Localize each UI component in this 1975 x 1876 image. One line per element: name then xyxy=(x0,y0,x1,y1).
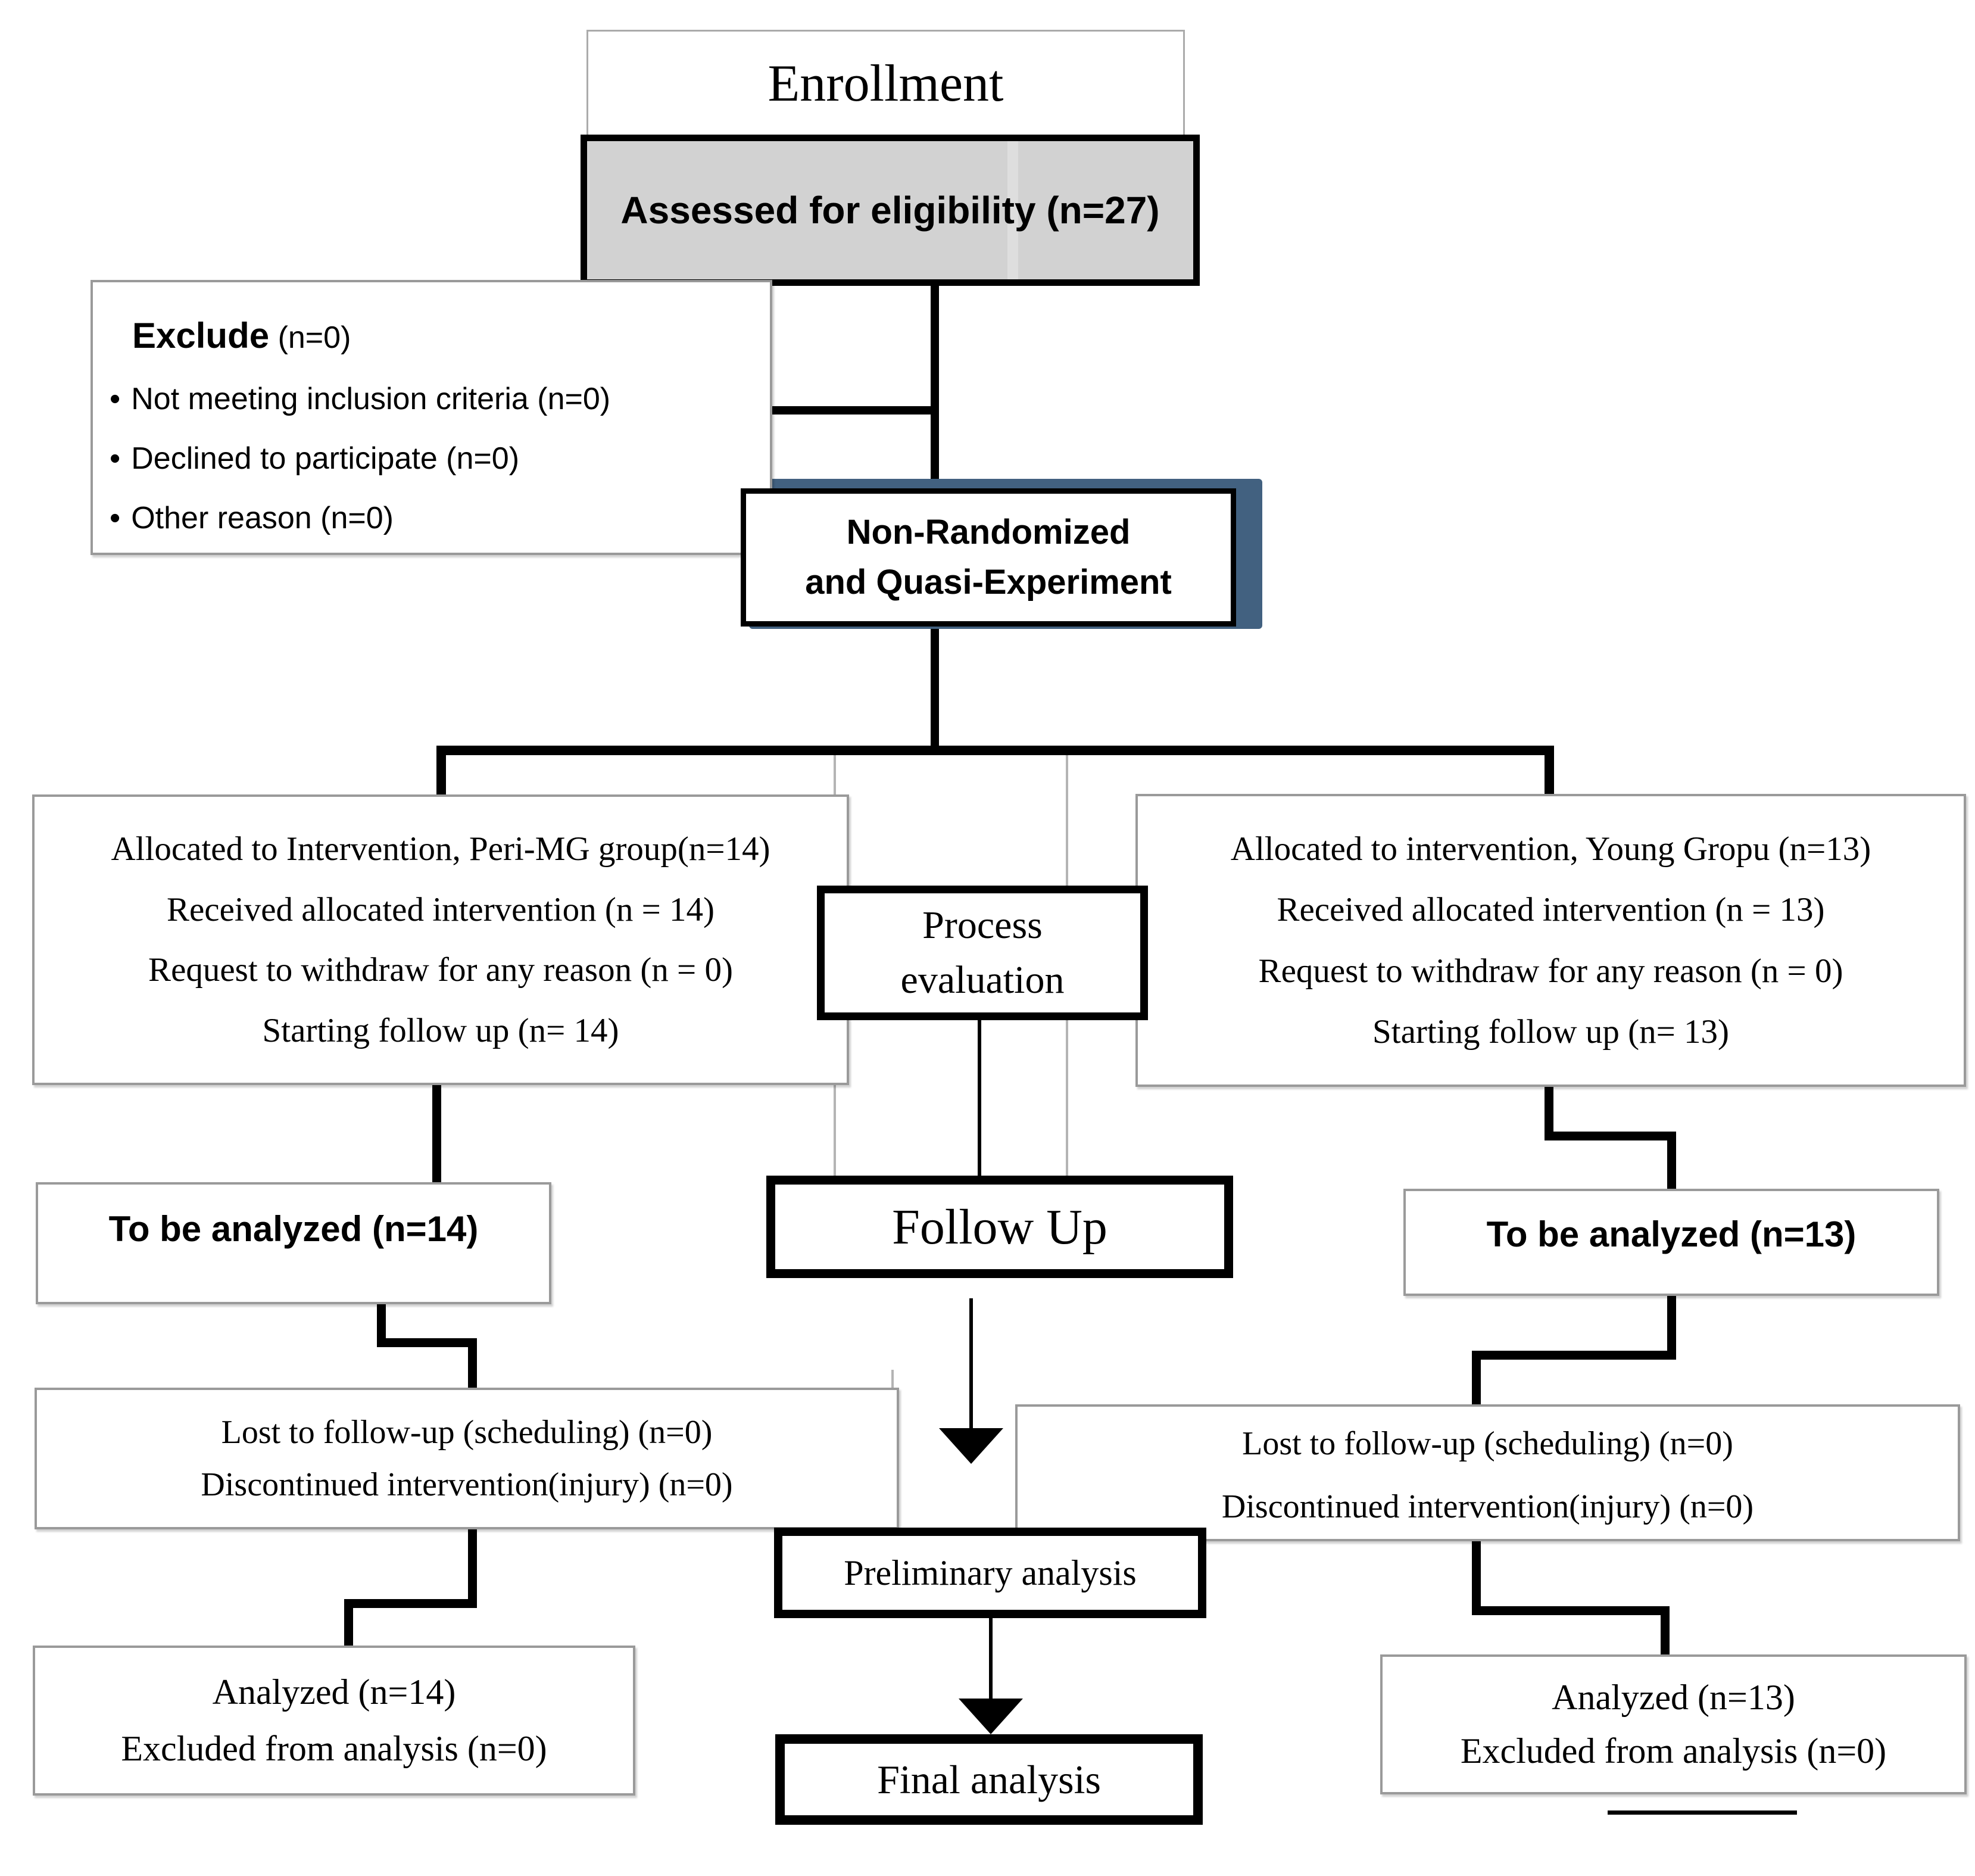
nonrandomized-line: Non-Randomized xyxy=(846,512,1131,551)
connector-branch-horizontal xyxy=(436,746,1554,755)
allocated-right-line: Request to withdraw for any reason (n = … xyxy=(1258,952,1843,990)
connector-into-tbaright xyxy=(1667,1132,1676,1192)
nonrandomized-box: Non-Randomized and Quasi-Experiment xyxy=(741,488,1236,627)
process-evaluation-line: evaluation xyxy=(900,958,1065,1002)
exclude-bullet: • Declined to participate (n=0) xyxy=(110,441,758,476)
lost-right-line: Discontinued intervention(injury) (n=0) xyxy=(1221,1488,1754,1525)
exclude-bullet: • Other reason (n=0) xyxy=(110,500,758,536)
lost-right-line: Lost to follow-up (scheduling) (n=0) xyxy=(1242,1425,1733,1462)
exclude-title-row: Exclude (n=0) xyxy=(132,315,351,356)
preliminary-analysis-box: Preliminary analysis xyxy=(774,1528,1206,1618)
underline-mark xyxy=(1608,1810,1797,1815)
to-be-analyzed-left-box: To be analyzed (n=14) xyxy=(36,1182,551,1304)
final-analysis-box: Final analysis xyxy=(775,1734,1203,1825)
process-evaluation-line: Process xyxy=(922,903,1043,947)
connector-allocright-down xyxy=(1545,1086,1553,1140)
connector-lostright-down xyxy=(1472,1532,1481,1615)
connector-lostright-jog xyxy=(1472,1606,1670,1615)
process-evaluation-box: Process evaluation xyxy=(817,886,1148,1020)
connector-into-analyzedleft xyxy=(344,1599,353,1650)
enrollment-box: Enrollment xyxy=(586,30,1185,137)
to-be-analyzed-right-box: To be analyzed (n=13) xyxy=(1403,1189,1939,1296)
connector-proceval-to-followup xyxy=(978,1019,981,1177)
exclude-bullet-label: Not meeting inclusion criteria (n=0) xyxy=(131,382,611,416)
assessed-divider xyxy=(1007,141,1018,279)
exclude-bullet: • Not meeting inclusion criteria (n=0) xyxy=(110,381,758,417)
analyzed-left-line: Excluded from analysis (n=0) xyxy=(121,1729,547,1768)
connector-tbaright-down xyxy=(1667,1292,1676,1360)
connector-allocleft-down xyxy=(432,1084,441,1186)
connector-into-lostleft xyxy=(468,1338,477,1392)
preliminary-analysis-label: Preliminary analysis xyxy=(844,1553,1137,1593)
lost-left-box: Lost to follow-up (scheduling) (n=0) Dis… xyxy=(35,1388,899,1529)
connector-branch-left-down xyxy=(436,746,446,800)
allocated-left-line: Starting follow up (n= 14) xyxy=(262,1012,619,1050)
connector-tbaleft-down xyxy=(377,1303,386,1347)
connector-tbaleft-jog xyxy=(377,1338,477,1347)
allocated-right-box: Allocated to intervention, Young Gropu (… xyxy=(1135,794,1966,1087)
allocated-left-line: Received allocated intervention (n = 14) xyxy=(166,890,715,928)
connector-branch-right-down xyxy=(1545,746,1554,800)
connector-followup-down xyxy=(969,1298,973,1432)
bullet-icon: • xyxy=(110,441,121,476)
connector-into-analyzedright xyxy=(1661,1606,1670,1657)
allocated-right-line: Starting follow up (n= 13) xyxy=(1372,1013,1729,1051)
final-analysis-label: Final analysis xyxy=(877,1756,1101,1802)
enrollment-label: Enrollment xyxy=(767,54,1004,113)
allocated-left-line: Request to withdraw for any reason (n = … xyxy=(148,951,733,989)
connector-lostleft-jog xyxy=(344,1599,477,1608)
analyzed-left-line: Analyzed (n=14) xyxy=(212,1672,456,1712)
connector-exclude-branch xyxy=(772,406,939,415)
to-be-analyzed-right-label: To be analyzed (n=13) xyxy=(1486,1214,1857,1254)
assessed-box: Assessed for eligibility (n=27) xyxy=(581,135,1200,286)
connector-lostleft-down xyxy=(468,1528,477,1608)
allocated-left-line: Allocated to Intervention, Peri-MG group… xyxy=(111,830,770,868)
connector-assessed-to-nonrandomized xyxy=(931,285,939,491)
connector-preliminary-down xyxy=(989,1617,993,1703)
analyzed-right-line: Analyzed (n=13) xyxy=(1552,1678,1795,1718)
allocated-right-line: Received allocated intervention (n = 13) xyxy=(1277,891,1825,929)
connector-allocright-jog xyxy=(1545,1132,1676,1140)
analyzed-right-line: Excluded from analysis (n=0) xyxy=(1460,1731,1887,1771)
lost-right-box: Lost to follow-up (scheduling) (n=0) Dis… xyxy=(1015,1404,1960,1541)
bullet-icon: • xyxy=(110,501,121,535)
allocated-right-line: Allocated to intervention, Young Gropu (… xyxy=(1230,830,1871,868)
exclude-bullet-label: Other reason (n=0) xyxy=(131,501,394,535)
connector-into-lostright xyxy=(1472,1351,1481,1408)
analyzed-left-box: Analyzed (n=14) Excluded from analysis (… xyxy=(33,1646,635,1796)
lost-left-line: Lost to follow-up (scheduling) (n=0) xyxy=(221,1413,713,1451)
assessed-label: Assessed for eligibility (n=27) xyxy=(620,189,1160,232)
bullet-icon: • xyxy=(110,382,121,416)
down-arrowhead xyxy=(939,1428,1003,1464)
down-arrowhead xyxy=(959,1699,1023,1734)
allocated-left-box: Allocated to Intervention, Peri-MG group… xyxy=(32,794,849,1085)
follow-up-label: Follow Up xyxy=(892,1199,1107,1255)
follow-up-box: Follow Up xyxy=(766,1176,1233,1278)
nonrandomized-line: and Quasi-Experiment xyxy=(805,563,1172,602)
exclude-box: Exclude (n=0) • Not meeting inclusion cr… xyxy=(91,280,772,555)
lost-left-line: Discontinued intervention(injury) (n=0) xyxy=(201,1466,733,1504)
exclude-title: Exclude xyxy=(132,316,270,356)
to-be-analyzed-left-label: To be analyzed (n=14) xyxy=(108,1209,479,1249)
connector-tbaright-jog xyxy=(1472,1351,1676,1360)
exclude-bullet-label: Declined to participate (n=0) xyxy=(131,441,520,476)
exclude-count: (n=0) xyxy=(277,320,351,355)
connector-nonrandomized-down xyxy=(931,625,939,754)
analyzed-right-box: Analyzed (n=13) Excluded from analysis (… xyxy=(1380,1654,1967,1794)
